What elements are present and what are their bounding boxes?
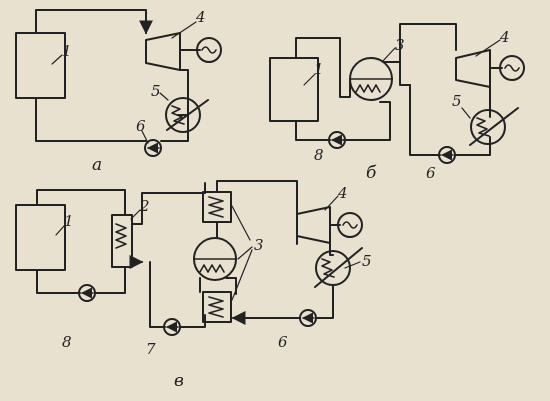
label-6-a: 6	[136, 117, 146, 135]
diagram-b	[269, 23, 525, 164]
caption-b: б	[366, 163, 377, 183]
caption-v: в	[174, 371, 184, 391]
label-3-v: 3	[254, 236, 264, 254]
diagram-v	[15, 180, 363, 336]
label-4-a: 4	[195, 8, 206, 26]
label-8-v: 8	[62, 333, 72, 351]
generator-b	[499, 55, 525, 81]
pump-v-8	[78, 284, 96, 302]
turbine-a	[145, 32, 181, 71]
pump-b-6	[438, 146, 456, 164]
caption-a: а	[92, 155, 102, 175]
turbine-b	[455, 49, 491, 88]
generator-a	[196, 37, 222, 63]
label-5-b: 5	[452, 92, 462, 110]
reactor-box-a	[15, 32, 66, 99]
label-3-b: 3	[395, 36, 405, 54]
heat-exchanger-2	[111, 214, 133, 268]
label-5-v: 5	[362, 252, 372, 270]
label-8-b: 8	[314, 146, 324, 164]
label-5-a: 5	[151, 82, 161, 100]
label-1-a: 1	[62, 42, 72, 60]
label-4-b: 4	[499, 28, 510, 46]
label-1-v: 1	[64, 212, 74, 230]
label-7-v: 7	[146, 340, 156, 358]
condenser-b	[470, 109, 506, 145]
label-4-v: 4	[337, 184, 348, 202]
label-2-v: 2	[139, 197, 150, 215]
diagram-a	[15, 9, 222, 157]
economizer	[202, 291, 232, 323]
condenser-a	[165, 97, 201, 133]
generator-v	[337, 212, 363, 238]
label-1-b: 1	[314, 60, 324, 78]
pump-b-8	[328, 131, 346, 149]
reactor-box-v	[15, 204, 66, 271]
pump-v-7	[163, 318, 181, 336]
pump-v-6	[299, 309, 317, 327]
reactor-box-b	[269, 57, 319, 122]
label-6-b: 6	[426, 164, 436, 182]
turbine-v	[296, 206, 331, 244]
label-6-v: 6	[278, 333, 288, 351]
pump-a	[144, 139, 162, 157]
